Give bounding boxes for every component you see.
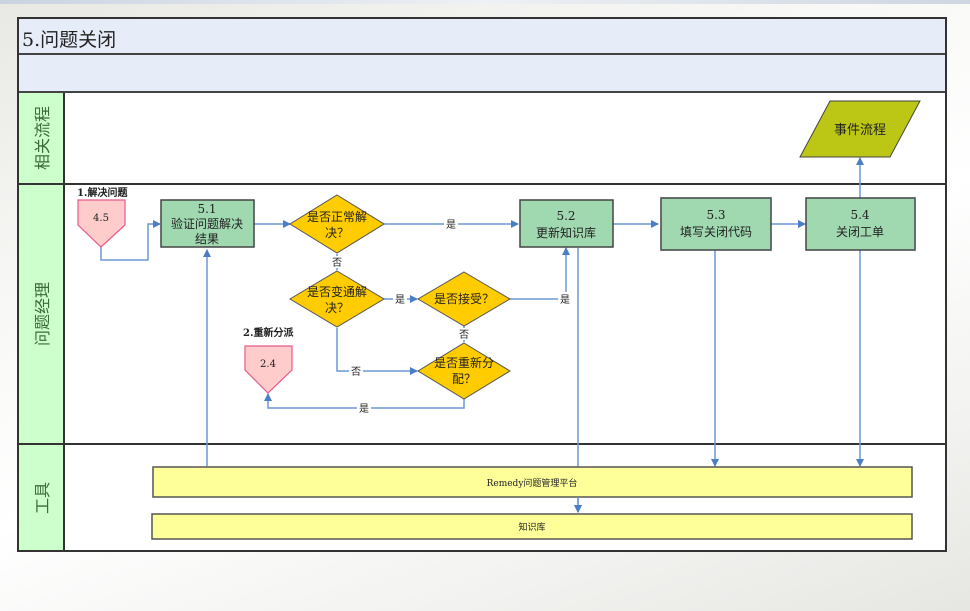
decision-label: 决？ <box>325 301 349 315</box>
tool-knowledge-base[interactable]: 知识库 <box>151 513 913 540</box>
lane-label-problem-manager: 问题经理 <box>19 185 65 443</box>
ref-node-reassign[interactable]: 2.重新分派 2.4 <box>243 326 294 394</box>
ref-node-solve-problem[interactable]: 1.解决问题 4.5 <box>77 186 128 248</box>
lane-tools: 工具 <box>19 445 945 550</box>
edge-d2-no-to-d4 <box>336 328 418 375</box>
decision-label: 是否重新分 <box>434 355 494 370</box>
decision-reassign[interactable]: 是否重新分 配？ <box>417 342 511 400</box>
decision-label: 是否接受？ <box>434 291 494 306</box>
ref-caption: 1.解决问题 <box>77 186 128 199</box>
process-id: 5.1 <box>197 202 216 216</box>
process-label: 验证问题解决 <box>171 216 243 231</box>
lane-related-process: 相关流程 <box>19 93 945 185</box>
process-id: 5.4 <box>850 208 869 222</box>
process-label: 更新知识库 <box>536 225 596 240</box>
tool-label: 知识库 <box>518 521 545 533</box>
edge-label-no: 否 <box>459 329 469 341</box>
tool-label: Remedy问题管理平台 <box>487 477 578 489</box>
event-flow-node[interactable]: 事件流程 <box>799 100 921 158</box>
edge-label-no: 否 <box>332 257 342 269</box>
edge-label-yes: 是 <box>560 294 570 306</box>
edge-ref1-to-5-1 <box>100 220 161 261</box>
edge-label-yes: 是 <box>359 403 369 415</box>
process-id: 5.3 <box>706 208 725 222</box>
decision-normal-resolution[interactable]: 是否正常解 决？ <box>289 194 385 254</box>
decision-workaround-resolution[interactable]: 是否变通解 决？ <box>289 270 385 328</box>
edge-label-no: 否 <box>351 366 361 378</box>
process-5-2[interactable]: 5.2 更新知识库 <box>519 199 614 248</box>
edge-label-yes: 是 <box>395 294 405 306</box>
diagram-subheader-row <box>19 55 945 93</box>
decision-label: 是否变通解 <box>307 284 367 299</box>
edge-d3-yes-to-5-2 <box>510 247 570 300</box>
process-5-3[interactable]: 5.3 填写关闭代码 <box>660 197 772 251</box>
tool-remedy-platform[interactable]: Remedy问题管理平台 <box>152 466 913 498</box>
decision-label: 配？ <box>452 372 476 386</box>
decision-label: 是否正常解 <box>307 210 367 224</box>
process-5-1[interactable]: 5.1 验证问题解决 结果 <box>160 199 255 248</box>
process-5-4[interactable]: 5.4 关闭工单 <box>805 197 916 251</box>
top-accent-bar <box>0 0 970 4</box>
decision-label: 决？ <box>325 226 349 240</box>
swimlane-diagram: 5.问题关闭 相关流程 问题经理 工具 <box>17 17 947 552</box>
ref-value: 2.4 <box>260 359 276 370</box>
ref-caption: 2.重新分派 <box>243 326 294 339</box>
lane-label-tools: 工具 <box>19 445 65 550</box>
edge-label-yes: 是 <box>446 219 456 231</box>
event-flow-label: 事件流程 <box>834 123 886 138</box>
process-label: 填写关闭代码 <box>680 225 752 239</box>
diagram-title-row: 5.问题关闭 <box>19 19 945 55</box>
process-id: 5.2 <box>556 209 575 223</box>
lane-label-related-process: 相关流程 <box>19 93 65 183</box>
ref-value: 4.5 <box>93 213 109 224</box>
process-label: 关闭工单 <box>836 225 884 239</box>
process-label: 结果 <box>195 232 219 246</box>
decision-accepted[interactable]: 是否接受？ <box>417 271 511 327</box>
diagram-title: 5.问题关闭 <box>22 29 117 51</box>
lane-problem-manager: 问题经理 <box>19 185 945 445</box>
